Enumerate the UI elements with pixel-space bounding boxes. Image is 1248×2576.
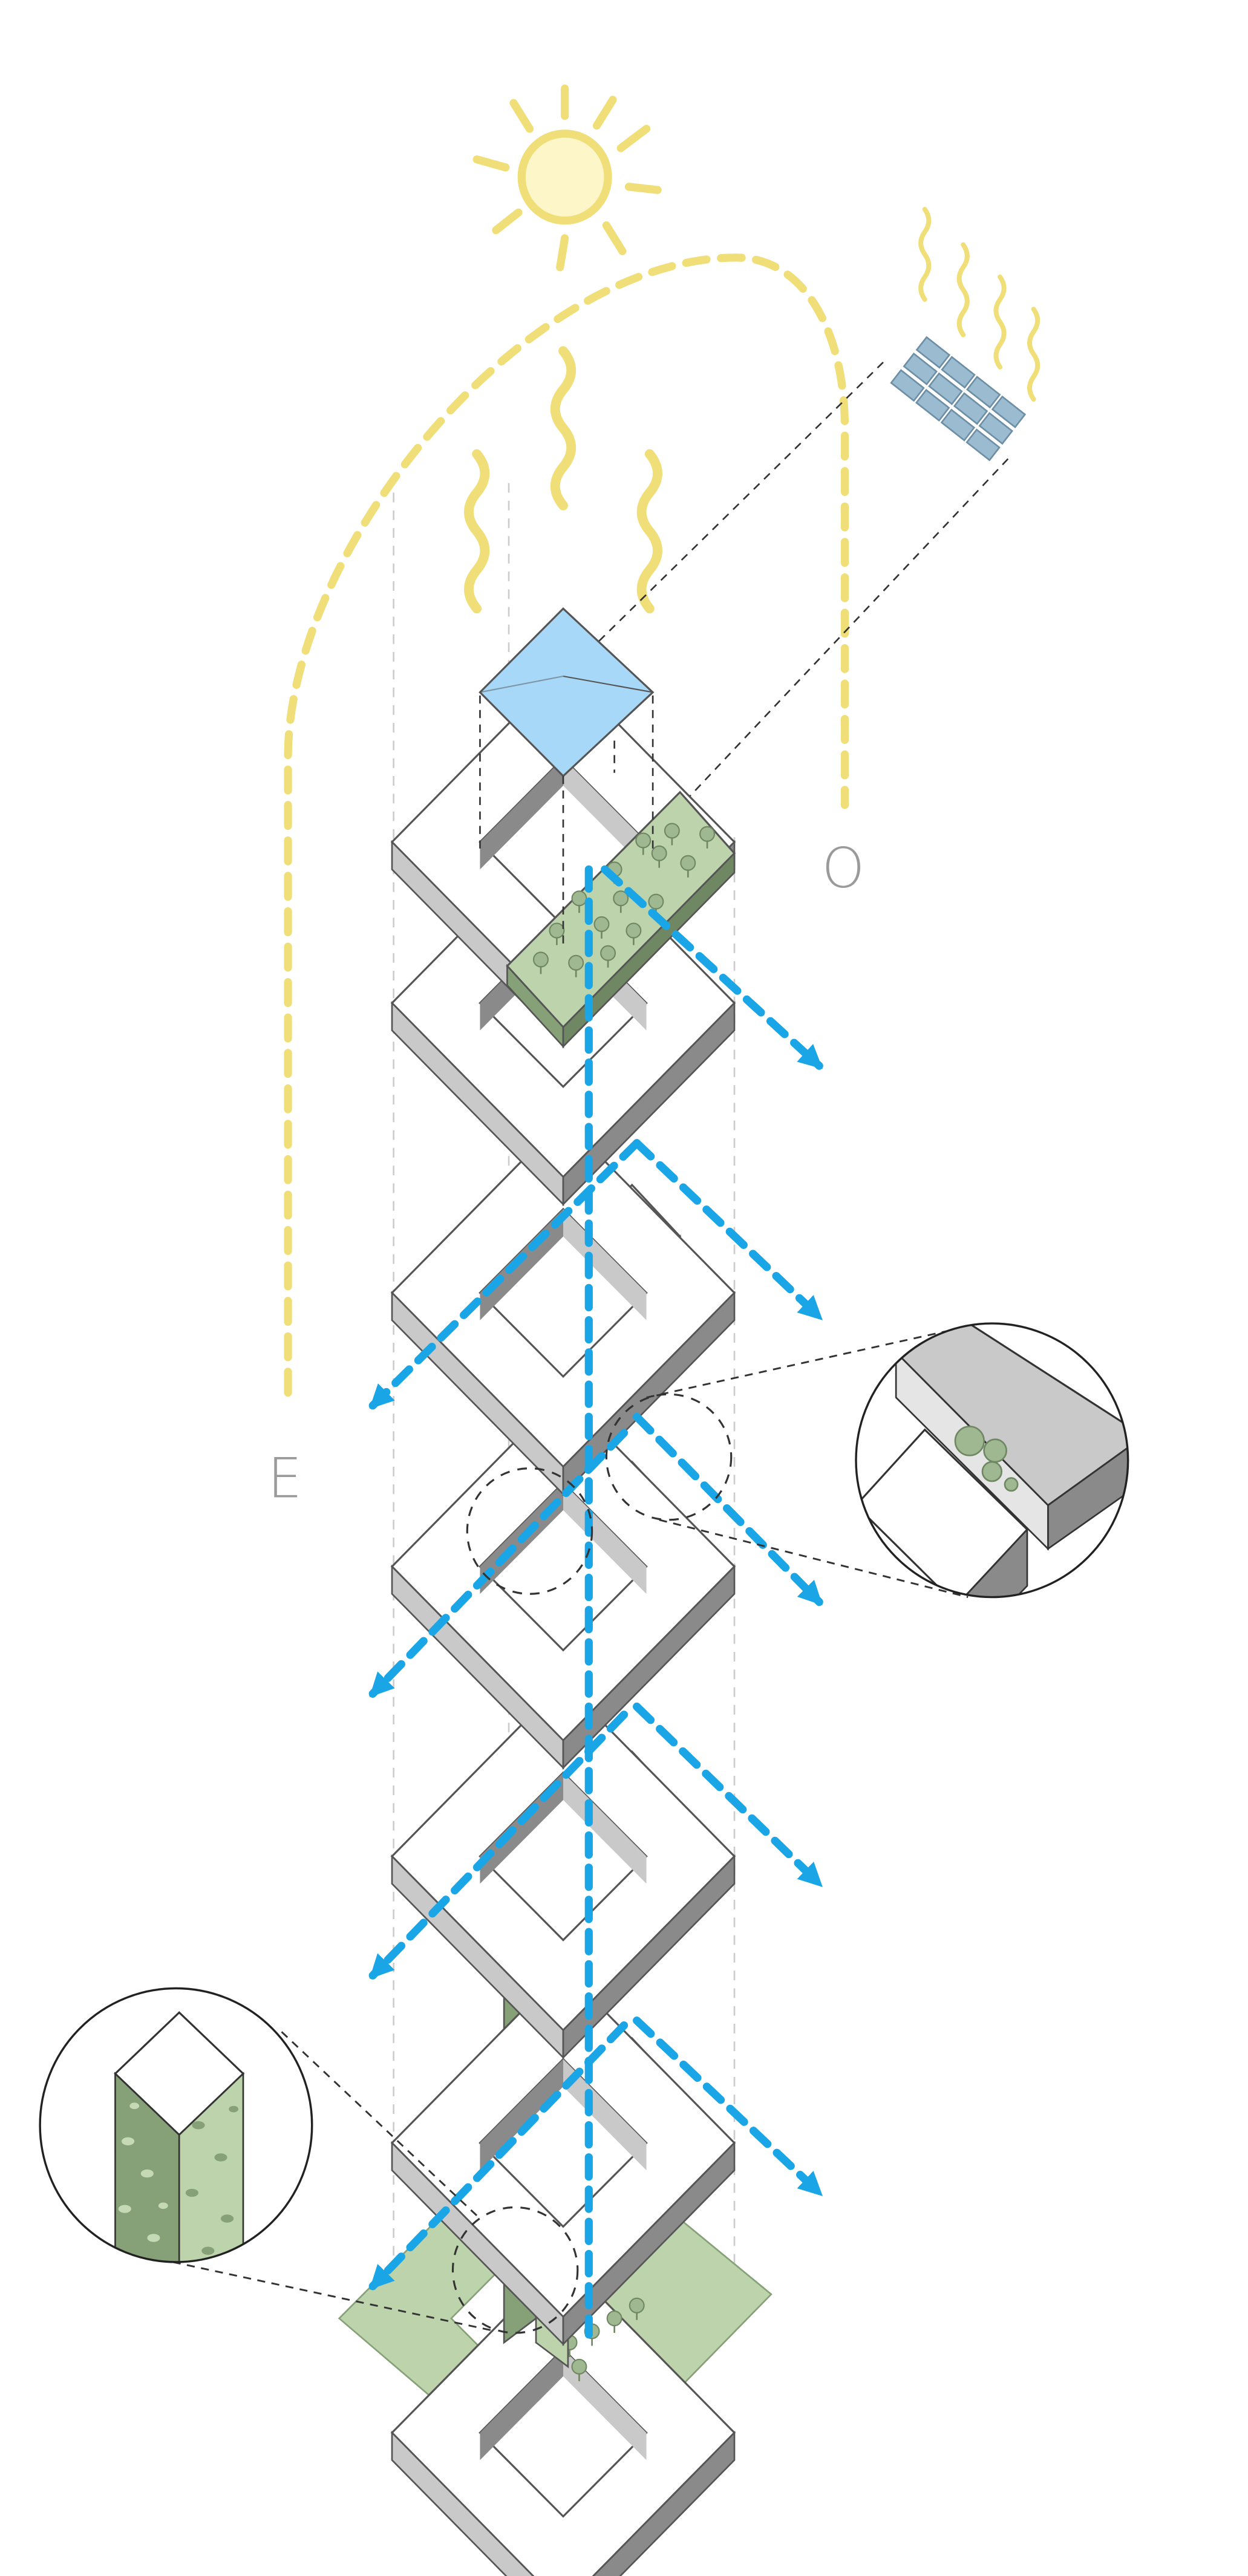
- ventilation-airflow: [368, 865, 823, 2339]
- sun-icon: [472, 84, 662, 272]
- skylight-roof: [479, 607, 655, 778]
- panel-radiation-waves: [921, 209, 1037, 399]
- sun-path-arc: [284, 253, 849, 1397]
- solar-panel-icon: [890, 336, 1027, 461]
- callout-leader-lines: [172, 1327, 969, 2332]
- west-label: O: [822, 836, 864, 900]
- skylight-projection-lines: [479, 695, 654, 950]
- solar-radiation-waves: [469, 351, 658, 608]
- detail-markers: [451, 1393, 733, 2334]
- detail-callout-right: [855, 1322, 1129, 1599]
- detail-callout-left: [39, 1987, 313, 2263]
- east-label: E: [267, 1447, 302, 1510]
